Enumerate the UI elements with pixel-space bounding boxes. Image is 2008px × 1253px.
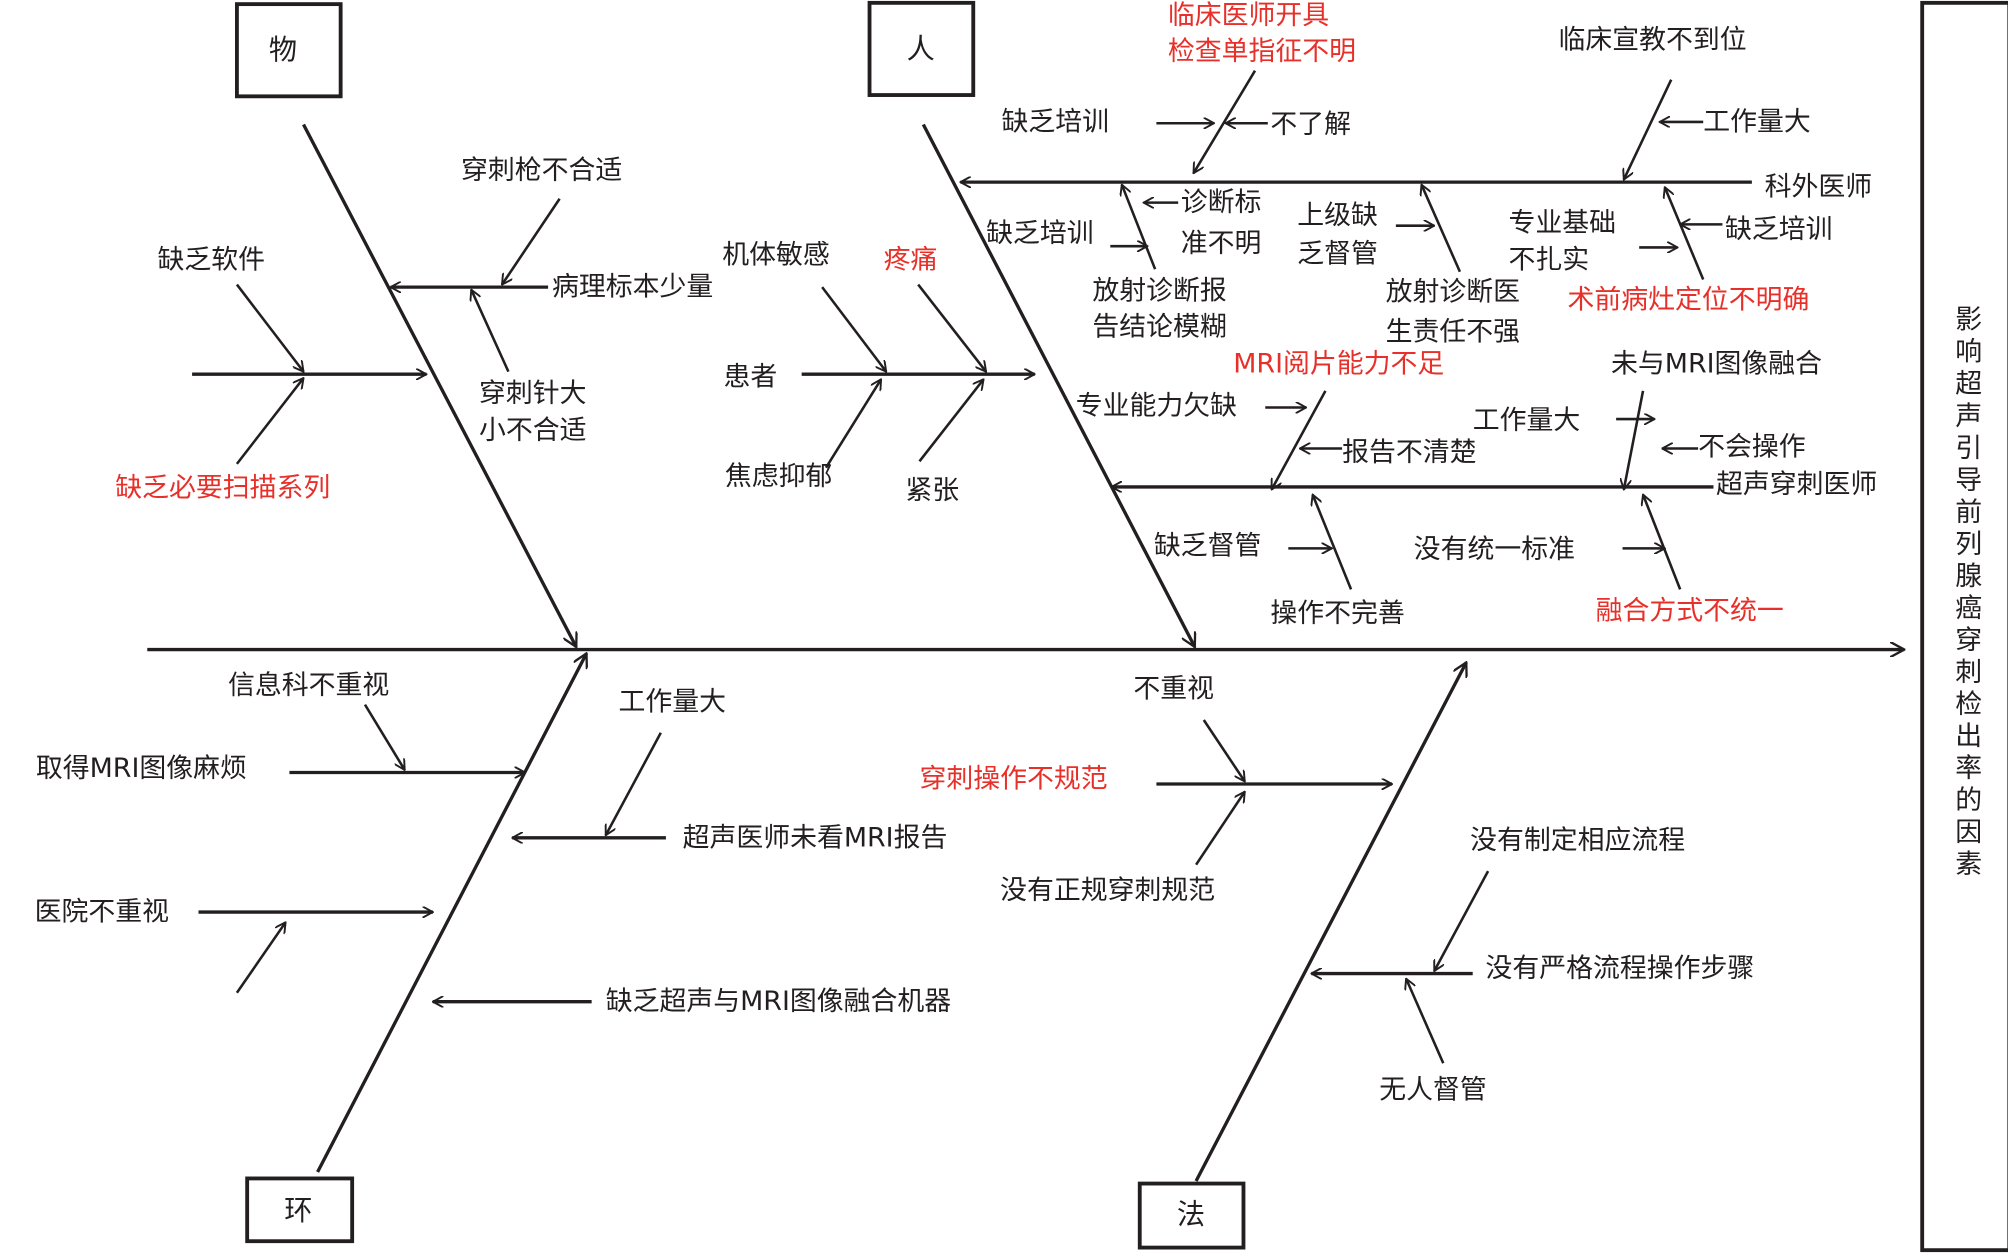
cause-gun: 穿刺枪不合适: [461, 155, 622, 186]
cause-no-fusion: 未与MRI图像融合: [1611, 348, 1822, 379]
cause-cannot-operate: 不会操作: [1698, 432, 1806, 463]
mri-reading-arrow: [1270, 390, 1327, 490]
cause-no-standard: 没有统一标准: [1414, 534, 1575, 565]
cause-operation: 操作不完善: [1270, 598, 1404, 629]
cause-no-read-report: 超声医师未看MRI报告: [683, 822, 948, 853]
localization-arrow: [1665, 187, 1705, 280]
cause-order-line1: 临床医师开具: [1168, 0, 1329, 31]
surgeon-label: 科外医师: [1765, 172, 1873, 203]
gun-arrow: [502, 198, 561, 285]
category-box-fa: 法: [1137, 1181, 1246, 1250]
branch-huan: 信息科不重视 取得MRI图像麻烦 工作量大 超声医师未看MRI报告 医院不重视 …: [35, 670, 952, 1017]
branch-surgeon: 临床医师开具 检查单指征不明 临床宣教不到位 缺乏培训 不了解 工作量大 科外医…: [960, 0, 1872, 347]
cause-supervision-line1: 上级缺: [1297, 200, 1378, 231]
cause-education: 临床宣教不到位: [1559, 24, 1747, 55]
pain-arrow: [917, 283, 986, 372]
cause-criteria-line2: 准不明: [1181, 228, 1262, 259]
bone-wu: [302, 123, 578, 647]
cause-criteria-line1: 诊断标: [1181, 187, 1262, 218]
operation-arrow: [1313, 495, 1353, 590]
cause-needle-line1: 穿刺针大: [479, 378, 587, 409]
workload-arrow: [604, 732, 662, 835]
bone-huan: [316, 653, 587, 1173]
branch-sonographer: MRI阅片能力不足 未与MRI图像融合 专业能力欠缺 工作量大 报告不清楚 不会…: [1076, 348, 1878, 629]
category-box-ren: 人: [867, 0, 976, 97]
cause-radiologist-line2: 生责任不强: [1386, 316, 1520, 347]
cause-order-line2: 检查单指征不明: [1168, 36, 1356, 67]
cause-no-machine: 缺乏超声与MRI图像融合机器: [606, 986, 952, 1017]
cause-basics-line2: 不扎实: [1509, 245, 1590, 276]
cause-basics-line1: 专业基础: [1509, 208, 1617, 239]
category-label-fa: 法: [1177, 1198, 1205, 1231]
cause-anxiety: 焦虑抑郁: [725, 461, 833, 492]
report-vague-arrow: [1122, 185, 1157, 270]
cause-mri-access: 取得MRI图像麻烦: [36, 753, 247, 784]
no-fusion-arrow: [1624, 390, 1645, 490]
category-label-huan: 环: [284, 1194, 312, 1227]
cause-report-unclear: 报告不清楚: [1342, 437, 1476, 468]
no-spec-arrow: [1195, 792, 1245, 866]
it-dept-arrow: [363, 703, 406, 770]
cause-report-vague-line2: 告结论模糊: [1092, 311, 1226, 342]
cause-workload: 工作量大: [619, 687, 727, 718]
fusion-method-arrow: [1643, 495, 1682, 590]
cause-needle-line2: 小不合适: [479, 415, 587, 446]
cause-specimen: 病理标本少量: [552, 272, 713, 303]
cause-report-vague-line1: 放射诊断报: [1092, 275, 1226, 306]
cause-ignore: 不重视: [1133, 674, 1214, 705]
cause-lack-supervision: 缺乏督管: [1154, 530, 1262, 561]
bone-ren: [921, 123, 1197, 647]
cause-no-supervision: 无人督管: [1379, 1075, 1487, 1106]
anxiety-arrow: [824, 379, 883, 469]
cause-mri-reading: MRI阅片能力不足: [1233, 348, 1444, 379]
cause-nervous: 紧张: [905, 475, 959, 506]
branch-patient: 机体敏感 疼痛 患者 焦虑抑郁 紧张: [722, 240, 1034, 506]
cause-training-a: 缺乏培训: [1001, 106, 1109, 137]
cause-competence: 专业能力欠缺: [1076, 391, 1237, 422]
nervous-arrow: [918, 379, 983, 463]
category-label-ren: 人: [907, 32, 935, 65]
education-arrow: [1624, 79, 1673, 180]
unlabeled-arrow: [235, 922, 286, 994]
cause-no-process: 没有制定相应流程: [1470, 825, 1685, 856]
category-box-wu: 物: [234, 2, 343, 99]
software-arrow: [235, 283, 304, 372]
effect-box: 影响超声引导前列腺癌穿刺检出率的因素: [1920, 0, 2008, 1253]
effect-label: 影响超声引导前列腺癌穿刺检出率的因素: [1950, 305, 1981, 881]
no-supervision-arrow: [1406, 979, 1445, 1064]
patient-label: 患者: [724, 361, 778, 392]
cause-sensitive: 机体敏感: [722, 240, 830, 271]
needle-arrow: [471, 290, 510, 373]
cause-fusion-method: 融合方式不统一: [1596, 596, 1784, 627]
cause-it-dept: 信息科不重视: [228, 670, 389, 701]
cause-workload: 工作量大: [1473, 405, 1581, 436]
category-label-wu: 物: [269, 34, 297, 67]
cause-localization: 术前病灶定位不明确: [1567, 284, 1809, 315]
bone-fa: [1194, 662, 1468, 1182]
cause-software: 缺乏软件: [158, 245, 266, 276]
cause-pain: 疼痛: [884, 245, 938, 276]
sensitive-arrow: [821, 286, 886, 372]
cause-no-spec: 没有正规穿刺规范: [1000, 875, 1215, 906]
cause-training-c: 缺乏培训: [1725, 214, 1833, 245]
category-box-huan: 环: [245, 1176, 355, 1244]
no-process-arrow: [1433, 870, 1490, 971]
cause-workload: 工作量大: [1703, 106, 1811, 137]
order-arrow: [1192, 70, 1257, 173]
branch-fa: 不重视 穿刺操作不规范 没有正规穿刺规范 没有制定相应流程 没有严格流程操作步骤…: [919, 674, 1754, 1106]
cause-scan: 缺乏必要扫描系列: [115, 473, 330, 504]
cause-training-b: 缺乏培训: [986, 218, 1094, 249]
cause-supervision-line2: 乏督管: [1297, 238, 1378, 269]
ignore-arrow: [1202, 719, 1245, 781]
branch-wu: 穿刺枪不合适 缺乏软件 病理标本少量 穿刺针大 小不合适 缺乏必要扫描系列: [115, 155, 713, 504]
cause-radiologist-line1: 放射诊断医: [1386, 277, 1520, 308]
cause-hospital: 医院不重视: [35, 897, 169, 928]
cause-no-steps: 没有严格流程操作步骤: [1486, 953, 1755, 984]
cause-not-understand: 不了解: [1270, 109, 1351, 140]
sonographer-label: 超声穿刺医师: [1716, 469, 1877, 500]
scan-arrow: [235, 378, 304, 465]
radiologist-arrow: [1421, 185, 1462, 273]
cause-irregular: 穿刺操作不规范: [919, 763, 1107, 794]
